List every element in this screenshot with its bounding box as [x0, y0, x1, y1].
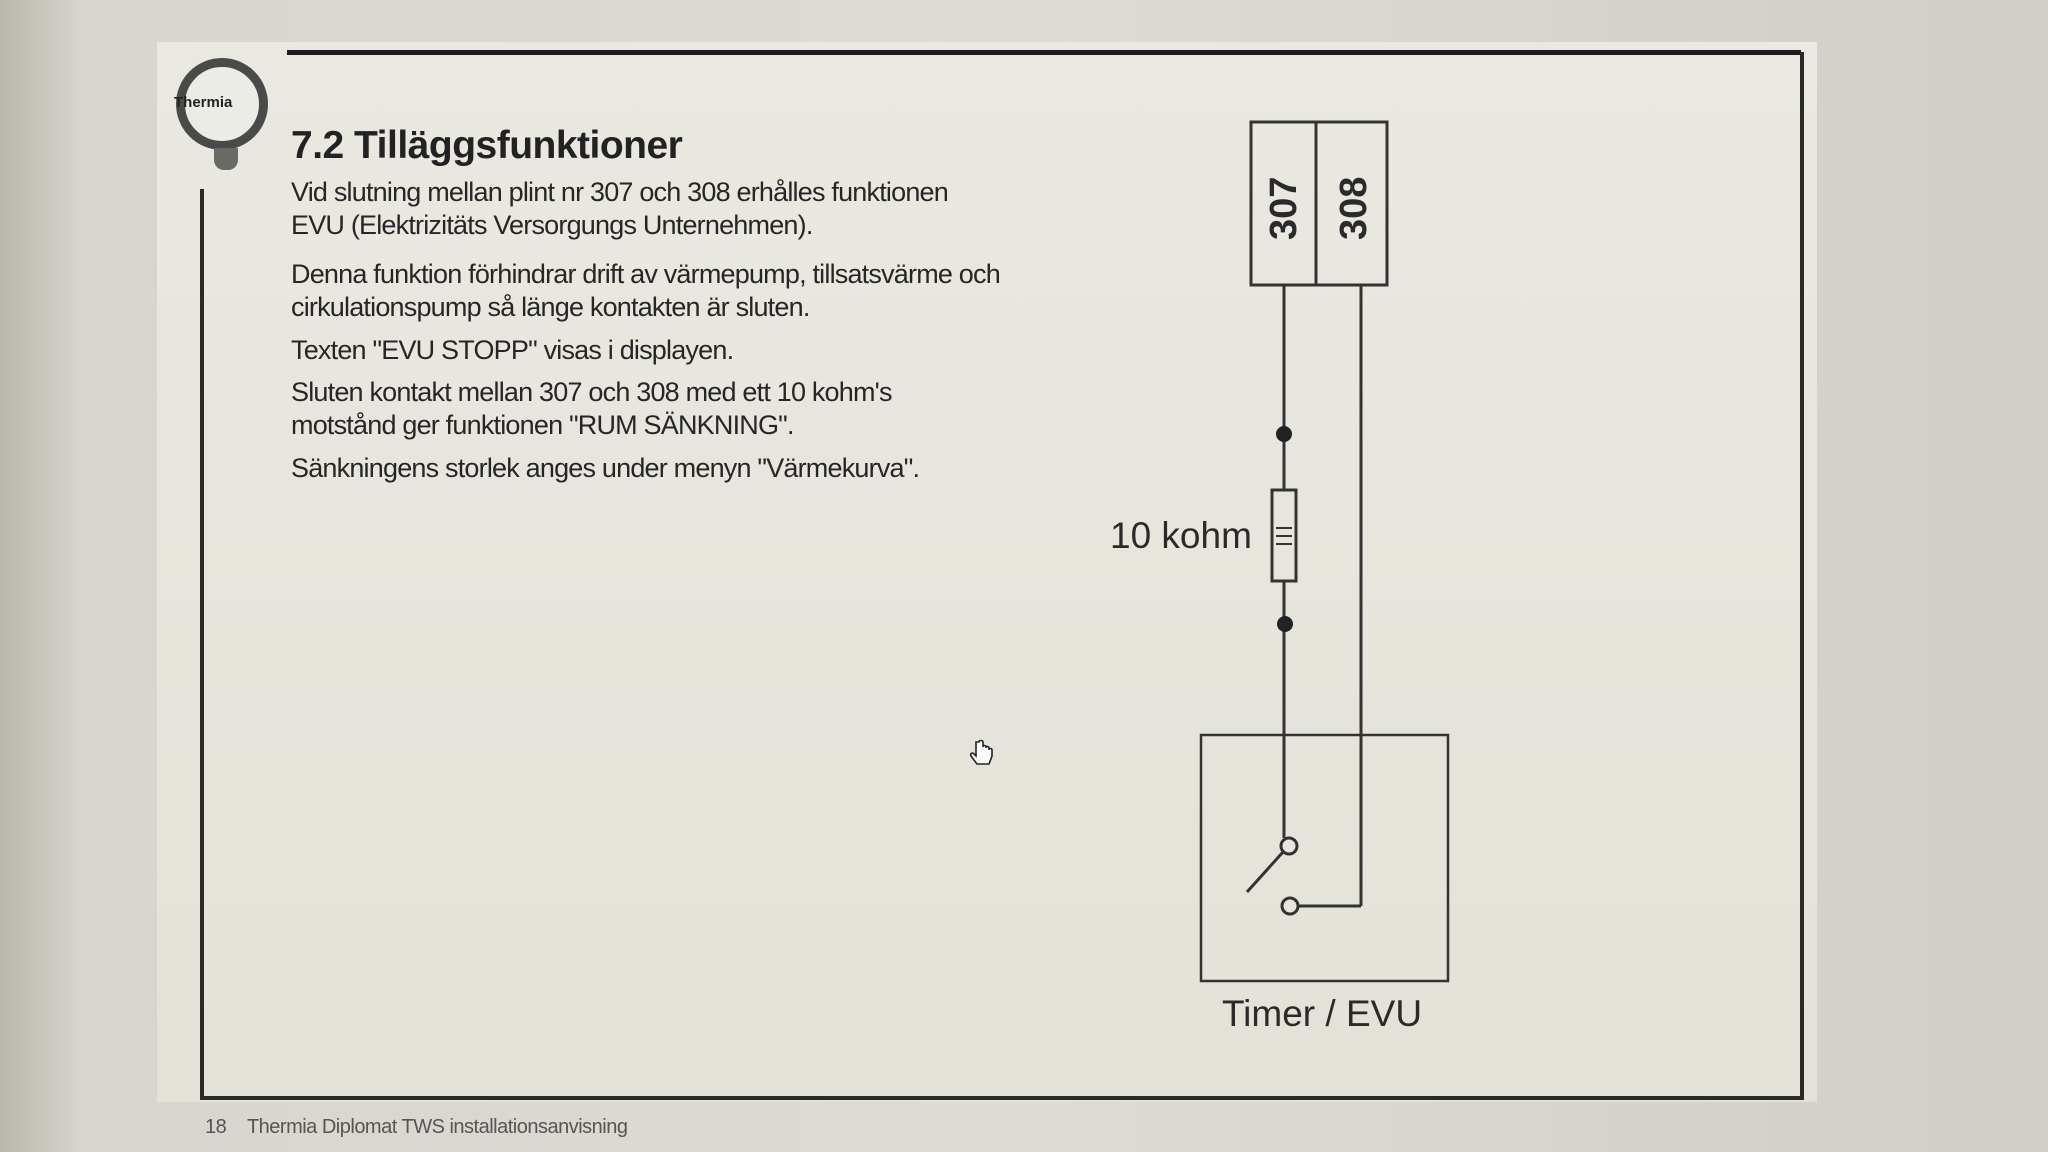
line: cirkulationspump så länge kontakten är s…	[291, 292, 810, 322]
document-page	[157, 42, 1817, 1102]
content-frame	[200, 52, 1804, 1100]
terminal-307-label: 307	[1263, 177, 1305, 240]
switch-contact-top	[1279, 836, 1299, 856]
line: Vid slutning mellan plint nr 307 och 308…	[291, 177, 949, 207]
line: Denna funktion förhindrar drift av värme…	[291, 259, 1001, 289]
switch-lever	[1245, 850, 1285, 894]
junction-dot	[1276, 426, 1292, 442]
section-title: 7.2 Tilläggsfunktioner	[291, 124, 683, 167]
line: Sluten kontakt mellan 307 och 308 med et…	[291, 377, 893, 407]
paragraph-display: Texten "EVU STOPP" visas i displayen.	[291, 334, 734, 367]
hand-cursor-icon	[969, 739, 993, 765]
paragraph-menu: Sänkningens storlek anges under menyn "V…	[291, 452, 920, 485]
line: motstånd ger funktionen "RUM SÄNKNING".	[291, 410, 794, 440]
resistor-label: 10 kohm	[1110, 515, 1252, 556]
line: Texten "EVU STOPP" visas i displayen.	[291, 335, 734, 365]
header-rule	[287, 50, 1801, 55]
paragraph-function: Denna funktion förhindrar drift av värme…	[291, 258, 1001, 324]
junction-dot	[1277, 616, 1293, 632]
left-rule	[200, 189, 204, 1100]
paragraph-evu: Vid slutning mellan plint nr 307 och 308…	[291, 176, 949, 242]
page-footer: 18 Thermia Diplomat TWS installationsanv…	[205, 1116, 643, 1139]
page-number: 18	[205, 1116, 227, 1138]
line: Sänkningens storlek anges under menyn "V…	[291, 453, 920, 483]
timer-box	[1199, 733, 1450, 983]
paragraph-resistor: Sluten kontakt mellan 307 och 308 med et…	[291, 376, 893, 442]
logo-text: Thermia	[174, 94, 233, 111]
thermia-logo	[176, 58, 268, 150]
terminal-308-label: 308	[1333, 177, 1375, 240]
terminal-block	[1249, 120, 1389, 287]
logo-tail	[214, 148, 238, 170]
line: EVU (Elektrizitäts Versorgungs Unternehm…	[291, 210, 813, 240]
document-title: Thermia Diplomat TWS installationsanvisn…	[246, 1116, 628, 1138]
switch-contact-bottom	[1280, 896, 1300, 916]
timer-evu-label: Timer / EVU	[1222, 993, 1422, 1034]
